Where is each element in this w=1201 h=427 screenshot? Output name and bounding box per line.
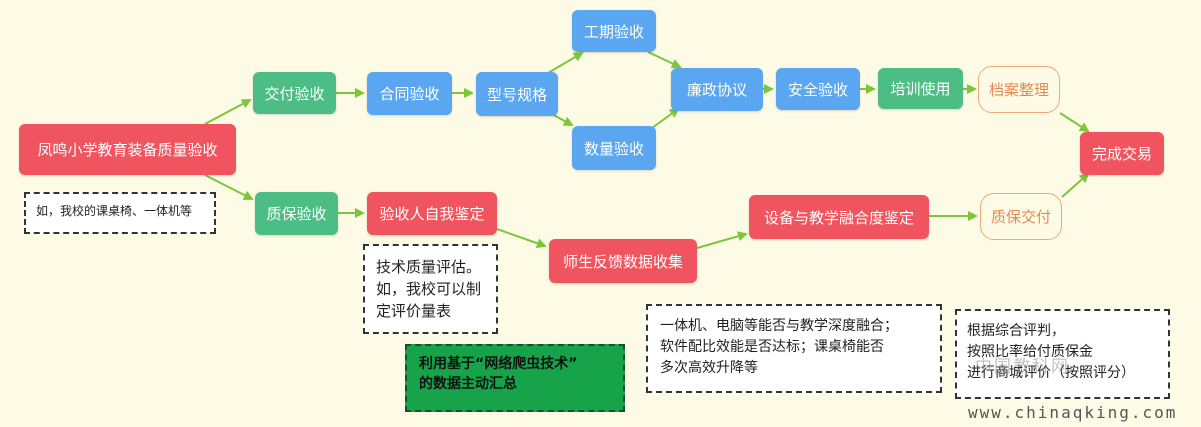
arrow-schedule-integrity: [647, 51, 682, 69]
note-crawler: 利用基于“网络爬虫技术” 的数据主动汇总: [405, 344, 625, 412]
node-schedule-acceptance: 工期验收: [572, 10, 656, 52]
note-tech-eval: 技术质量评估。 如，我校可以制 定评价量表: [363, 244, 498, 334]
node-self-appraisal: 验收人自我鉴定: [367, 192, 497, 235]
note-example: 如，我校的课桌椅、一体机等: [24, 192, 216, 234]
note-payment-line: 根据综合评判，: [967, 323, 1065, 339]
note-crawler-line: 的数据主动汇总: [419, 376, 517, 392]
note-tech-eval-line: 如，我校可以制: [376, 280, 482, 298]
note-tech-eval-line: 技术质量评估。: [376, 258, 482, 276]
node-warranty-delivery: 质保交付: [980, 193, 1062, 240]
arrow-root-warranty: [204, 174, 254, 200]
note-tech-eval-line: 定评价量表: [376, 302, 452, 320]
note-integration: 一体机、电脑等能否与教学深度融合； 软件配比效能是否达标；课桌椅能否 多次高效升…: [646, 304, 942, 393]
node-safety-acceptance: 安全验收: [776, 68, 860, 110]
watermark-logo: 中国教科网: [975, 357, 1070, 377]
node-archive: 档案整理: [978, 66, 1060, 113]
node-integrity-agreement: 廉政协议: [671, 68, 763, 111]
node-warranty-acceptance: 质保验收: [255, 192, 338, 235]
arrow-self-feedback: [496, 228, 547, 249]
node-complete-deal: 完成交易: [1080, 132, 1164, 175]
note-crawler-line: 利用基于“网络爬虫技术”: [419, 356, 578, 372]
node-integration-appraisal: 设备与教学融合度鉴定: [749, 195, 929, 239]
note-integration-line: 一体机、电脑等能否与教学深度融合；: [660, 318, 898, 334]
arrow-archive-complete: [1059, 112, 1090, 133]
node-model-spec: 型号规格: [476, 72, 558, 116]
node-contract-acceptance: 合同验收: [367, 72, 452, 115]
node-training-use: 培训使用: [878, 68, 963, 109]
node-quantity-acceptance: 数量验收: [572, 126, 656, 170]
note-payment: 根据综合评判， 按照比率给付质保金 进行商城评价（按照评分）: [955, 309, 1170, 399]
note-payment-line: 按照比率给付质保金: [967, 344, 1093, 360]
node-feedback-collection: 师生反馈数据收集: [549, 239, 697, 283]
note-integration-line: 多次高效升降等: [660, 360, 758, 376]
arrow-delivery-complete: [1061, 172, 1090, 198]
arrow-root-delivery: [204, 99, 252, 125]
note-example-text: 如，我校的课桌椅、一体机等: [36, 204, 193, 218]
arrow-quantity-integrity: [651, 107, 680, 129]
note-integration-line: 软件配比效能是否达标；课桌椅能否: [660, 339, 884, 355]
watermark-url: www.chinaqking.com: [968, 403, 1178, 422]
arrow-model-schedule: [547, 51, 584, 74]
node-root: 凤鸣小学教育装备质量验收: [19, 124, 236, 175]
arrow-feedback-integration: [696, 231, 748, 249]
node-delivery-acceptance: 交付验收: [253, 72, 336, 114]
note-payment-line: 进行商城评价（按照评分）: [967, 365, 1135, 381]
